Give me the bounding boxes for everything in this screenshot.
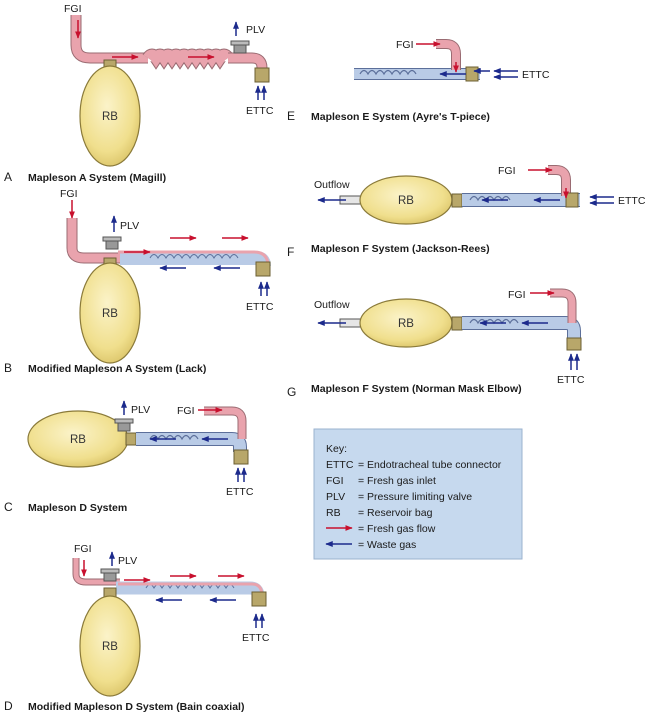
plv-label: PLV (246, 24, 265, 36)
panel-letter: D (4, 699, 13, 713)
rb-label: RB (398, 318, 414, 330)
ettc-connector (254, 67, 270, 83)
key-definition: = Pressure limiting valve (358, 491, 472, 503)
reservoir-bag (79, 262, 141, 364)
key-title: Key: (326, 443, 347, 455)
ettc-label: ETTC (246, 105, 274, 117)
key-box (313, 428, 523, 560)
panel-a: RB FGI PLV ETTC A Mapleson A System (Mag… (4, 3, 274, 184)
panel-g: RB Outflow FGI ETTC G Mapleson F System … (287, 288, 585, 399)
panel-caption: Modified Mapleson A System (Lack) (28, 363, 206, 375)
panel-letter: F (287, 245, 294, 259)
panel-e: FGI ETTC E Mapleson E System (Ayre's T-p… (287, 39, 550, 123)
rb-label: RB (102, 308, 118, 320)
fgi-label: FGI (396, 39, 414, 51)
ettc-label: ETTC (618, 195, 646, 207)
panel-f: RB Outflow FGI ETTC F Mapleson F System … (287, 165, 646, 259)
panel-letter: E (287, 109, 295, 123)
panel-b: RB FGI PLV ETTC B Modified Mapleson A Sy… (4, 188, 274, 375)
plv-label: PLV (120, 220, 139, 232)
ettc-label: ETTC (242, 632, 270, 644)
outflow-label: Outflow (314, 299, 350, 311)
key-definition: = Fresh gas flow (358, 523, 436, 535)
key-term: PLV (326, 491, 345, 503)
panel-letter: C (4, 500, 13, 514)
plv-label: PLV (131, 404, 150, 416)
panel-d: RB FGI PLV ETTC D Modified Mapleson D Sy… (4, 543, 270, 713)
reservoir-bag (79, 65, 141, 167)
panel-caption: Mapleson D System (28, 502, 127, 514)
ettc-label: ETTC (522, 69, 550, 81)
key-definition: = Fresh gas inlet (358, 475, 436, 487)
rb-label: RB (102, 641, 118, 653)
reservoir-bag (79, 595, 141, 697)
key-term: ETTC (326, 459, 354, 471)
ettc-label: ETTC (557, 374, 585, 386)
corrugated-tube (149, 254, 239, 260)
panel-caption: Mapleson F System (Norman Mask Elbow) (311, 383, 522, 395)
fgi-label: FGI (64, 3, 82, 15)
fgi-label: FGI (74, 543, 92, 555)
rb-label: RB (70, 434, 86, 446)
fgi-label: FGI (177, 405, 195, 417)
key-term: RB (326, 507, 341, 519)
rb-label: RB (102, 111, 118, 123)
outflow-label: Outflow (314, 179, 350, 191)
corrugated-tube (469, 195, 511, 202)
panel-caption: Mapleson A System (Magill) (28, 172, 166, 184)
ettc-label: ETTC (246, 301, 274, 313)
panel-caption: Mapleson F System (Jackson-Rees) (311, 243, 490, 255)
key-definition: = Waste gas (358, 539, 416, 551)
panel-caption: Modified Mapleson D System (Bain coaxial… (28, 701, 244, 713)
panel-caption: Mapleson E System (Ayre's T-piece) (311, 111, 490, 123)
corrugated-tube (359, 69, 417, 76)
ettc-label: ETTC (226, 486, 254, 498)
key-term: FGI (326, 475, 344, 487)
legend-key: Key: ETTC = Endotracheal tube connector … (313, 428, 523, 560)
panel-c: RB FGI PLV ETTC C Mapleson D System (4, 400, 254, 514)
panel-letter: A (4, 170, 12, 184)
panel-letter: G (287, 385, 296, 399)
fgi-label: FGI (498, 165, 516, 177)
panel-letter: B (4, 361, 12, 375)
key-definition: = Reservoir bag (358, 507, 433, 519)
fgi-label: FGI (60, 188, 78, 200)
fgi-label: FGI (508, 289, 526, 301)
fgi-tube (70, 15, 148, 64)
rb-label: RB (398, 195, 414, 207)
key-definition: = Endotracheal tube connector (358, 459, 502, 471)
plv-label: PLV (118, 555, 137, 567)
